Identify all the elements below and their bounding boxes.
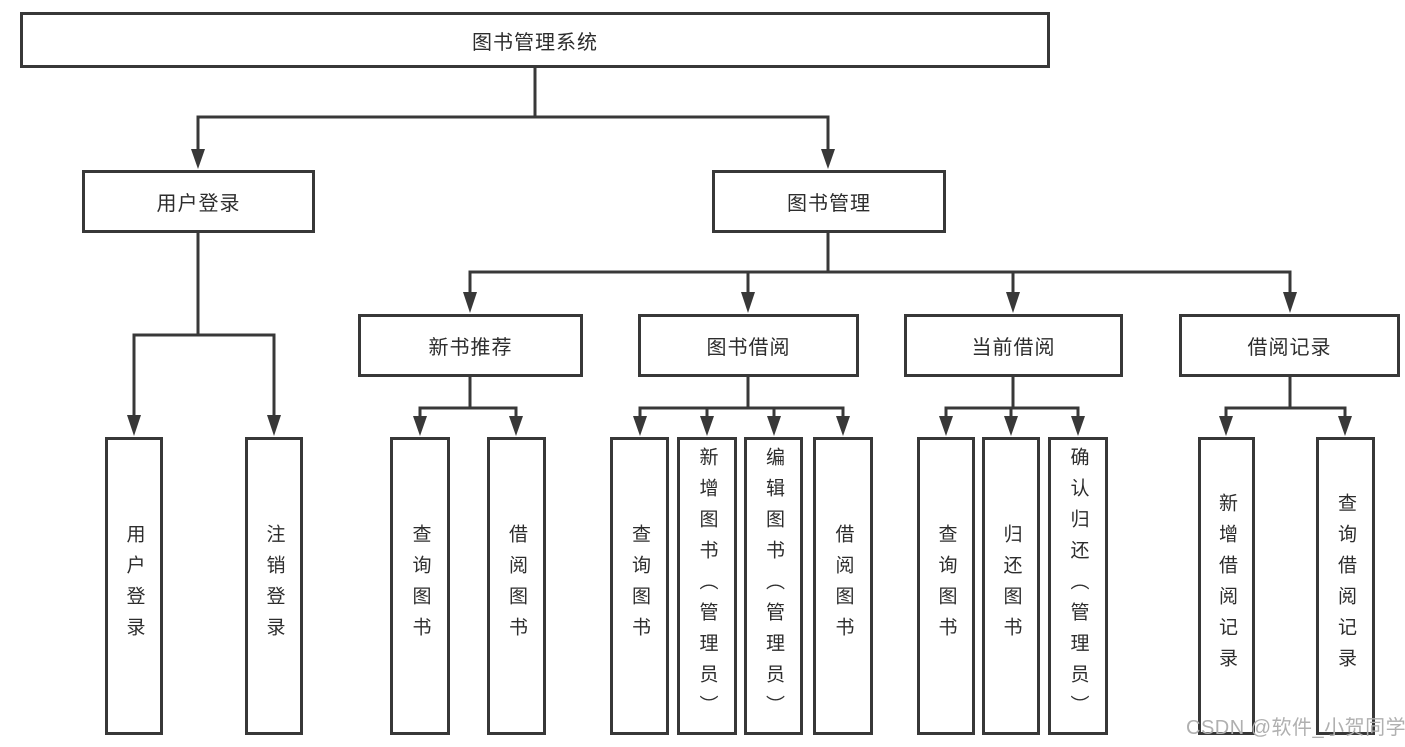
node-leaf-query-books-borrowing: 查询图书 xyxy=(610,437,669,735)
node-user-login: 用户登录 xyxy=(82,170,315,233)
node-library-management-system: 图书管理系统 xyxy=(20,12,1050,68)
node-leaf-borrow-books-borrowing: 借阅图书 xyxy=(813,437,873,735)
node-label: 当前借阅 xyxy=(971,337,1056,359)
node-label: 用户登录 xyxy=(123,524,145,648)
node-leaf-query-books-recommend: 查询图书 xyxy=(390,437,450,735)
node-leaf-add-books-admin: 新增图书（管理员） xyxy=(677,437,737,735)
node-leaf-edit-books-admin: 编辑图书（管理员） xyxy=(744,437,803,735)
node-label: 新书推荐 xyxy=(428,337,513,359)
node-label: 注销登录 xyxy=(263,524,285,648)
node-label: 查询借阅记录 xyxy=(1335,493,1356,679)
node-label: 图书借阅 xyxy=(706,337,791,359)
node-label: 借阅记录 xyxy=(1247,337,1332,359)
csdn-watermark: CSDN @软件_小贺同学 xyxy=(1186,717,1405,739)
node-label: 新增图书（管理员） xyxy=(696,446,718,726)
node-book-borrowing: 图书借阅 xyxy=(638,314,859,377)
node-leaf-logout: 注销登录 xyxy=(245,437,303,735)
node-label: 图书管理 xyxy=(787,193,871,215)
node-leaf-add-borrow-record: 新增借阅记录 xyxy=(1198,437,1255,735)
node-current-borrowing: 当前借阅 xyxy=(904,314,1123,377)
node-leaf-confirm-return-admin: 确认归还（管理员） xyxy=(1048,437,1108,735)
node-leaf-query-books-current: 查询图书 xyxy=(917,437,975,735)
node-leaf-return-books: 归还图书 xyxy=(982,437,1040,735)
node-leaf-borrow-books-recommend: 借阅图书 xyxy=(487,437,546,735)
node-label: 查询图书 xyxy=(409,524,431,648)
node-label: 查询图书 xyxy=(935,524,957,648)
node-label: 用户登录 xyxy=(156,193,241,215)
node-borrowing-records: 借阅记录 xyxy=(1179,314,1400,377)
node-label: 借阅图书 xyxy=(832,524,854,648)
node-label: 归还图书 xyxy=(1000,524,1022,648)
node-label: 查询图书 xyxy=(629,524,650,648)
node-new-book-recommendation: 新书推荐 xyxy=(358,314,583,377)
node-label: 图书管理系统 xyxy=(472,31,598,54)
node-book-management: 图书管理 xyxy=(712,170,946,233)
node-label: 编辑图书（管理员） xyxy=(763,446,784,726)
node-label: 确认归还（管理员） xyxy=(1067,446,1089,726)
node-leaf-query-borrow-record: 查询借阅记录 xyxy=(1316,437,1375,735)
node-label: 新增借阅记录 xyxy=(1216,493,1237,679)
node-leaf-user-login: 用户登录 xyxy=(105,437,163,735)
node-label: 借阅图书 xyxy=(506,524,527,648)
